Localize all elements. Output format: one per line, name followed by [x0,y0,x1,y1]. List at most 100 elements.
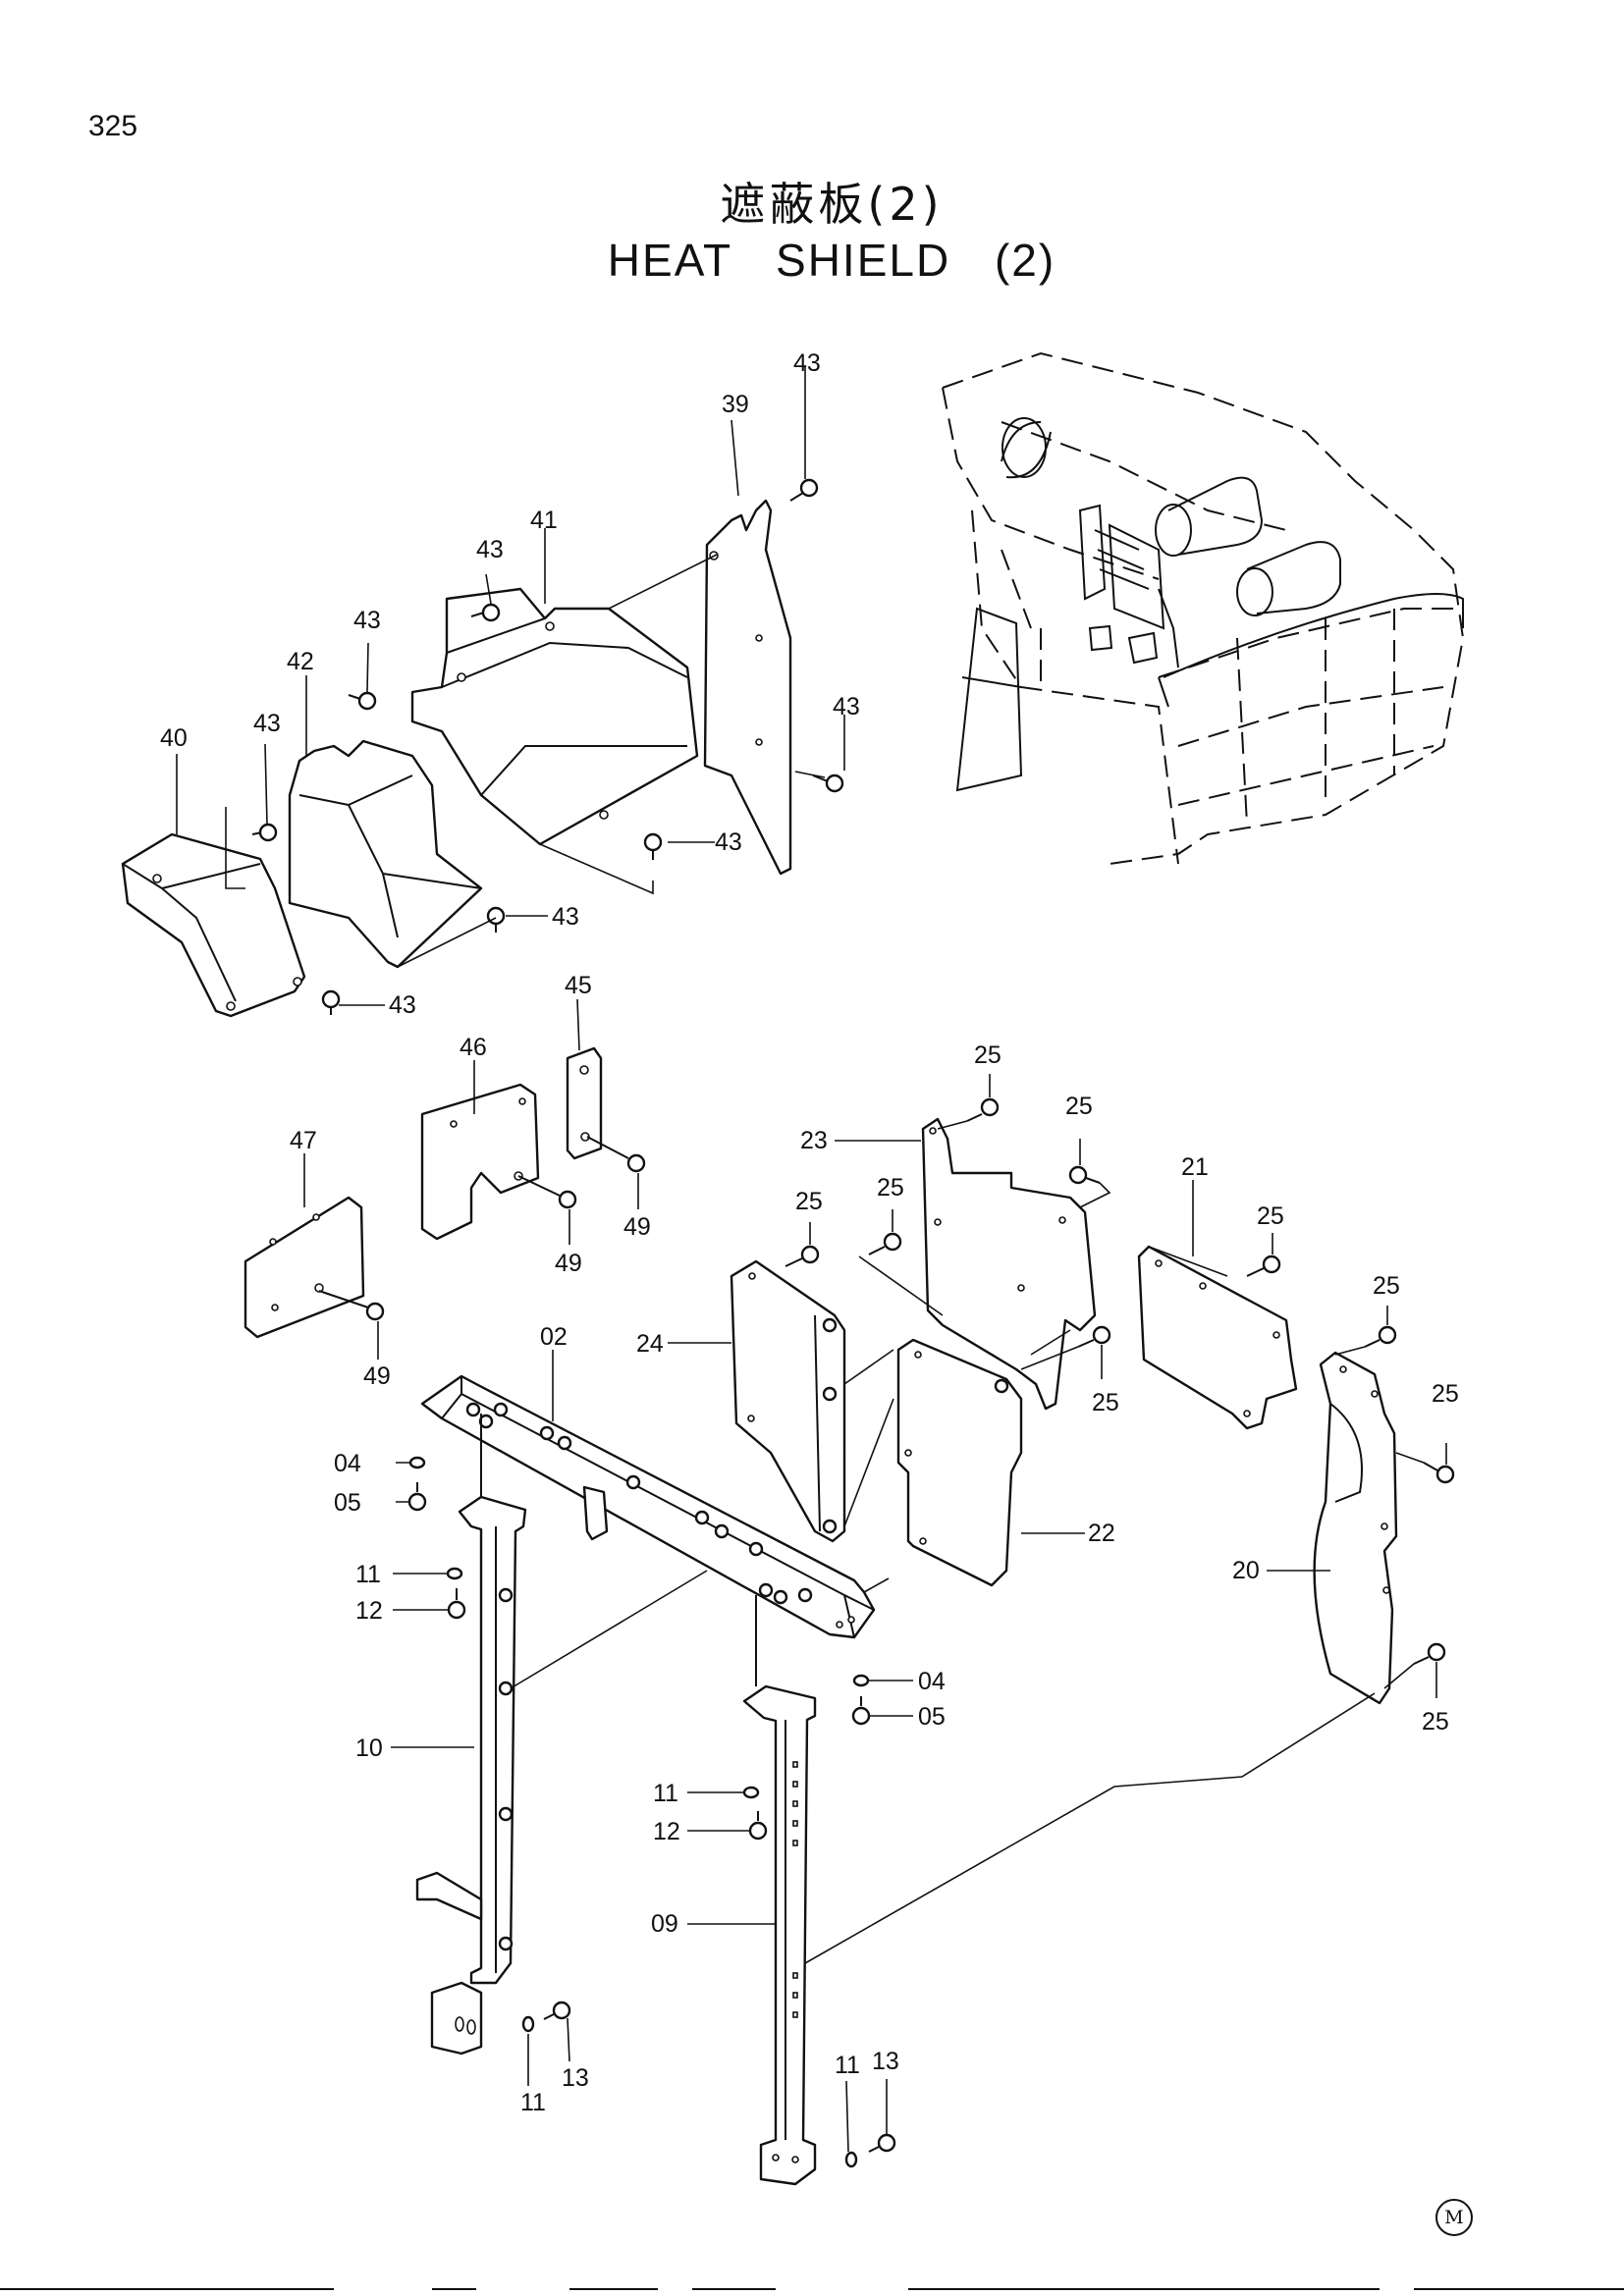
bolt-05 [851,1696,871,1726]
bolt-25 [785,1245,820,1267]
bolt-25-group [785,1074,1455,1698]
bolt-43 [251,823,278,842]
part-40-cover [121,832,306,1018]
callout-25: 25 [1065,1093,1093,1120]
footer-rule [692,2288,776,2290]
callout-43: 43 [253,710,281,737]
callout-13: 13 [872,2048,899,2075]
part-41-cover [410,587,699,846]
part-20-plate [1313,1351,1398,1705]
part-46-plate [420,1083,540,1241]
bolt-25 [1068,1165,1101,1185]
callout-04: 04 [334,1450,361,1477]
callout-21: 21 [1181,1153,1209,1181]
footer-rule [1414,2288,1624,2290]
callout-12: 12 [355,1597,383,1625]
bolt-43-group [225,366,845,1015]
bolt-25 [966,1097,1000,1122]
callout-39: 39 [722,391,749,418]
bolt-43 [643,832,663,860]
bolt-25 [1364,1325,1397,1348]
bolt-12 [447,1588,466,1620]
footer-rule [0,2288,334,2290]
bolt-25 [1413,1642,1446,1665]
bolt-05 [407,1482,427,1512]
callout-11: 11 [355,1561,381,1588]
callout-45: 45 [565,972,592,999]
bolt-49-group [318,1136,646,1360]
bolt-25 [1077,1325,1111,1348]
callout-11: 11 [653,1780,678,1807]
callout-09: 09 [651,1910,678,1938]
washer-04 [408,1456,426,1469]
callout-25: 25 [1422,1708,1449,1735]
part-22-plate [896,1338,1023,1587]
bolt-12 [748,1811,768,1841]
washer-11 [521,2015,535,2033]
hardware-04-05-11-12-13 [393,1456,913,2168]
callout-13: 13 [562,2064,589,2092]
bolt-43 [470,603,501,622]
bolt-43 [789,478,819,502]
callout-04: 04 [918,1668,946,1695]
bolt-43 [348,691,377,711]
bolt-25 [868,1232,902,1255]
part-45-bracket [566,1046,603,1160]
part-02-beam [420,1374,876,1639]
callout-43: 43 [793,349,821,377]
part-09-leg [742,1595,817,2186]
callout-10: 10 [355,1735,383,1762]
callout-43: 43 [833,693,860,721]
callout-49: 49 [363,1362,391,1390]
callout-47: 47 [290,1127,317,1154]
callout-42: 42 [287,648,314,675]
machine-body-outline [942,351,1465,865]
callout-43: 43 [715,828,742,856]
part-24-plate [730,1259,846,1543]
callout-02: 02 [540,1323,568,1351]
callout-43: 43 [353,607,381,634]
callout-25: 25 [795,1188,823,1215]
callout-40: 40 [160,724,188,752]
callout-43: 43 [552,903,579,931]
callout-24: 24 [636,1330,664,1358]
part-47-plate [244,1196,365,1339]
bolt-43 [812,774,844,793]
bolt-13 [868,2133,896,2153]
bolt-43 [321,989,341,1015]
callout-43: 43 [389,991,416,1019]
callout-25: 25 [1092,1389,1119,1416]
bolt-49 [586,1136,646,1173]
leg-holes [792,1761,798,2018]
part-21-plate [1137,1245,1298,1430]
bolt-25 [1246,1255,1281,1277]
callout-11: 11 [835,2052,860,2079]
makers-mark: M [1435,2199,1473,2236]
part-23-plate [921,1117,1097,1411]
bolt-25 [1423,1462,1455,1484]
part-42-cover [288,739,483,969]
page-number: 325 [88,110,138,142]
callout-22: 22 [1088,1520,1115,1547]
callout-43: 43 [476,536,504,563]
part-10-leg [415,1414,527,2056]
callout-25: 25 [974,1041,1001,1069]
callout-25: 25 [1257,1202,1284,1230]
assembly-lines [510,1329,1376,1964]
washer-11 [742,1786,760,1799]
callout-05: 05 [918,1703,946,1731]
callout-25: 25 [1432,1380,1459,1408]
page-title-japanese: 遮蔽板(2) [720,178,944,231]
callout-41: 41 [530,507,558,534]
callout-25: 25 [877,1174,904,1201]
callout-25: 25 [1373,1272,1400,1300]
footer-rule [908,2288,1380,2290]
footer-rule [432,2288,476,2290]
callout-23: 23 [800,1127,828,1154]
bolt-13 [543,2001,571,2020]
footer-rule [569,2288,658,2290]
callout-20: 20 [1232,1557,1260,1584]
callout-49: 49 [555,1250,582,1277]
washer-04 [852,1674,870,1687]
washer-11 [446,1567,463,1580]
